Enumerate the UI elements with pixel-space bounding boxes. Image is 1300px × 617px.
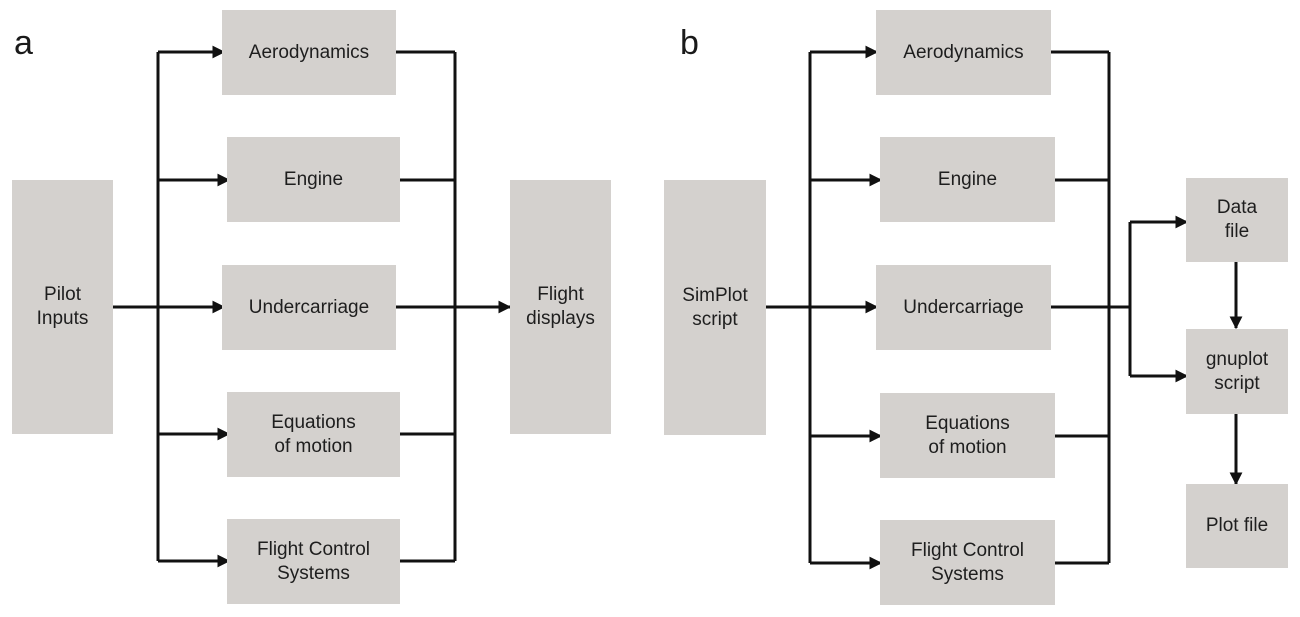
box-text-line: Inputs	[36, 308, 89, 329]
box-text-line: script	[692, 308, 738, 330]
b-undercarriage-box: Undercarriage	[876, 265, 1051, 350]
box-text-line: Aerodynamics	[903, 41, 1024, 63]
a-undercarriage-box: Undercarriage	[222, 265, 396, 350]
box-text-line: Flight Control	[911, 539, 1024, 561]
box-text-line: gnuplot	[1205, 348, 1269, 370]
box-text-line: of motion	[274, 435, 353, 457]
panel-b-label: b	[680, 24, 699, 62]
b-equations-box: Equations of motion	[880, 393, 1055, 478]
b-simplot-script-box: SimPlot script	[664, 180, 766, 435]
b-engine-box: Engine	[880, 137, 1055, 222]
b-plot-file-box: Plot file	[1186, 484, 1288, 568]
box-text-line: Undercarriage	[248, 296, 370, 318]
box-text-line: Data	[1216, 197, 1258, 218]
box-text-line: Engine	[937, 168, 998, 190]
box-text-line: Flight Control	[257, 538, 370, 560]
box-text-line: script	[1214, 372, 1260, 394]
box-text-line: SimPlot	[682, 284, 748, 306]
box-text-line: Pilot	[44, 284, 81, 305]
box-text-line: Systems	[931, 563, 1004, 585]
box-text-line: Plot file	[1205, 515, 1269, 536]
a-engine-box: Engine	[227, 137, 400, 222]
box-text-line: Equations	[271, 411, 356, 433]
b-gnuplot-script-box: gnuplot script	[1186, 329, 1288, 414]
box-text-line: Engine	[283, 168, 344, 190]
box-text-line: Systems	[277, 562, 350, 584]
a-fcs-box: Flight Control Systems	[227, 519, 400, 604]
a-aerodynamics-box: Aerodynamics	[222, 10, 396, 95]
box-text-line: Undercarriage	[903, 296, 1024, 318]
b-fcs-box: Flight Control Systems	[880, 520, 1055, 605]
b-data-file-box: Data file	[1186, 178, 1288, 262]
a-equations-box: Equations of motion	[227, 392, 400, 477]
b-aerodynamics-box: Aerodynamics	[876, 10, 1051, 95]
box-text-line: file	[1224, 221, 1250, 242]
box-text-line: Aerodynamics	[248, 41, 370, 63]
box-text-line: Flight	[537, 284, 584, 305]
box-text-line: Equations	[925, 412, 1010, 434]
box-text-line: displays	[526, 308, 595, 329]
a-pilot-inputs-box: Pilot Inputs	[12, 180, 113, 434]
box-text-line: of motion	[928, 436, 1007, 458]
a-flight-displays-box: Flight displays	[510, 180, 611, 434]
panel-a-label: a	[14, 24, 33, 62]
